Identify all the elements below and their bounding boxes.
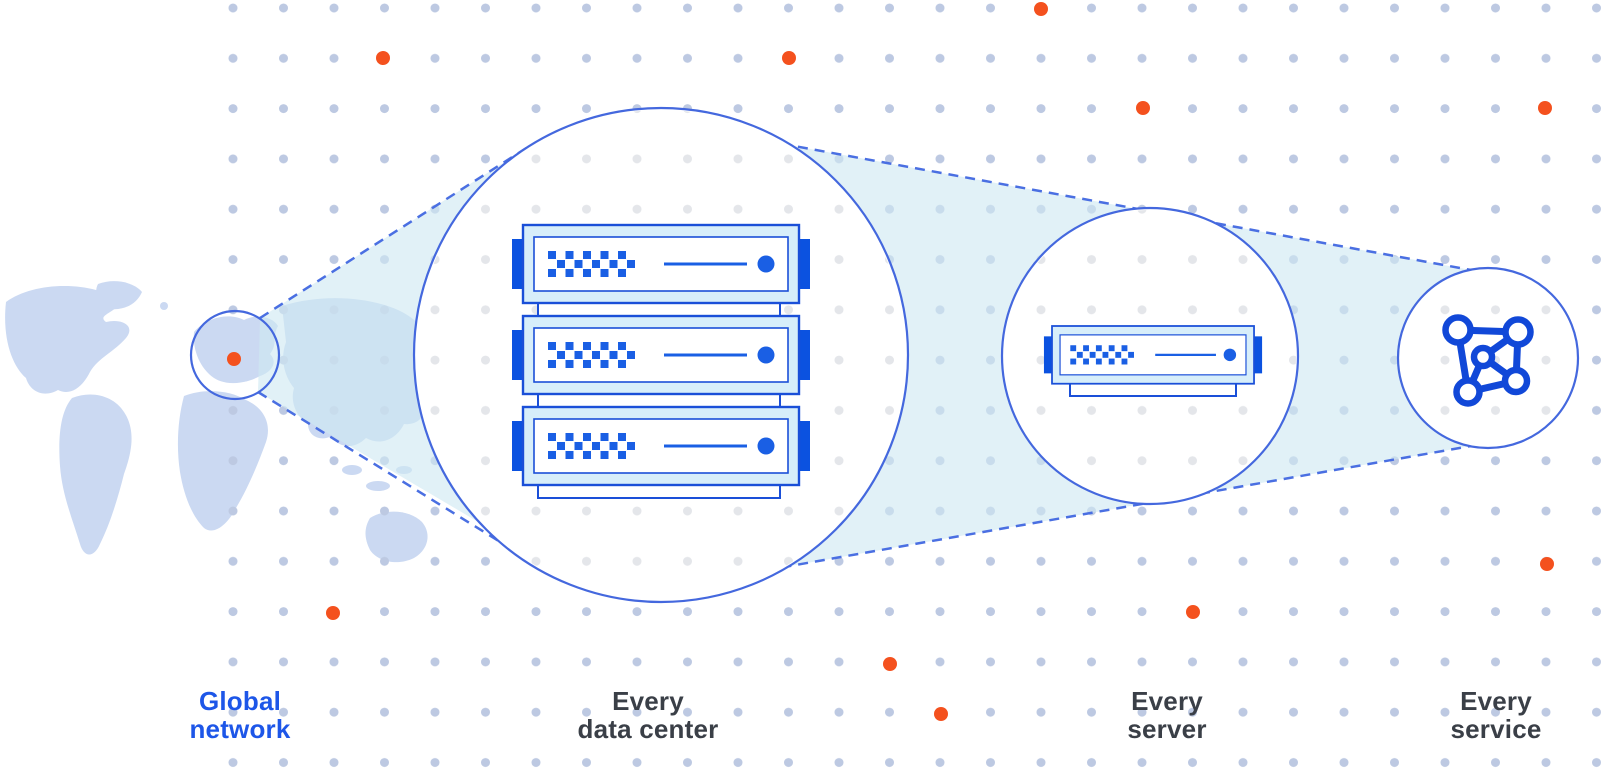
label-global-network: Global network [189,687,290,743]
label-every-server: Every server [1127,687,1206,743]
landmass-north-america [5,286,130,394]
server-rack [510,223,812,499]
label-line: network [189,714,291,744]
label-line: service [1450,714,1542,744]
map-location-marker [227,352,241,366]
landmass-greenland [96,281,142,310]
orange-dot [376,51,390,65]
server-unit [510,223,812,305]
service-circle [1396,266,1580,450]
label-line: Every [612,686,684,716]
landmass-south-america [59,394,132,555]
orange-dot [1136,101,1150,115]
orange-dot [326,606,340,620]
label-line: data center [577,714,719,744]
orange-dot [1540,557,1554,571]
label-line: server [1127,714,1207,744]
label-every-service: Every service [1450,687,1541,743]
server-unit [510,405,812,487]
orange-dot [934,707,948,721]
server-circle [1000,206,1300,506]
orange-dot [782,51,796,65]
orange-dot [883,657,897,671]
landmass-island [160,302,168,310]
map-focus-circle [189,309,281,401]
label-line: Global [198,686,282,716]
data-center-circle [412,106,910,604]
server-unit [510,314,812,396]
label-every-data-center: Every data center [578,687,719,743]
orange-dot [1538,101,1552,115]
server-unit [1042,324,1264,385]
orange-accent-dots [326,2,1554,721]
network-mesh-icon [1442,314,1534,407]
label-line: Every [1460,686,1532,716]
orange-dot [1034,2,1048,16]
orange-dot [1186,605,1200,619]
label-line: Every [1131,686,1203,716]
